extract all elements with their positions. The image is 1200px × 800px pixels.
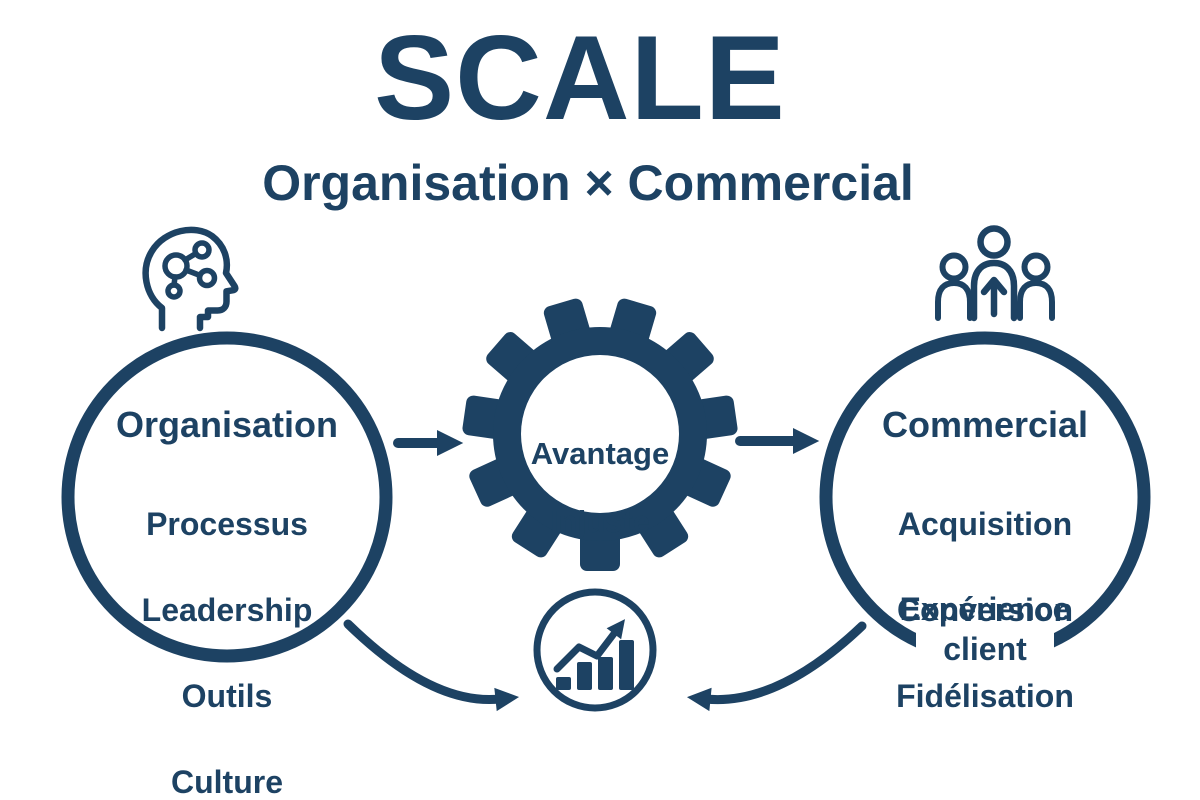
organisation-circle	[61, 331, 393, 663]
arrow-right-to-result	[686, 621, 867, 712]
organisation-item: Processus	[146, 506, 308, 542]
gear-label: Avantage Injuste	[500, 403, 700, 573]
organisation-item: Culture	[171, 764, 283, 800]
head-network-icon	[142, 226, 239, 332]
organisation-item: Outils	[181, 678, 273, 714]
commercial-item: Conversion	[896, 592, 1074, 628]
page-subtitle: Organisation × Commercial	[262, 155, 914, 211]
team-growth-icon	[935, 225, 1055, 322]
circle-stroke-gap	[916, 630, 1054, 668]
page-title: SCALE	[374, 11, 786, 145]
commercial-items: Acquisition Conversion Fidélisation	[825, 460, 1145, 761]
commercial-item: Expérience client	[899, 591, 1071, 667]
commercial-item: Acquisition	[897, 506, 1073, 542]
gear-label-line1: Avantage	[530, 436, 670, 471]
commercial-heading: Commercial	[881, 404, 1089, 445]
gear-label-line2: Injuste	[550, 504, 650, 539]
gear-icon	[462, 298, 738, 571]
arrow-left-to-result	[343, 619, 520, 712]
organisation-item: Leadership	[141, 592, 313, 628]
commercial-item: Fidélisation	[896, 678, 1074, 714]
growth-chart-icon	[533, 588, 657, 712]
organisation-heading: Organisation	[115, 404, 339, 445]
organisation-items: Processus Leadership Outils Culture	[67, 460, 387, 800]
gear-center	[521, 355, 679, 513]
